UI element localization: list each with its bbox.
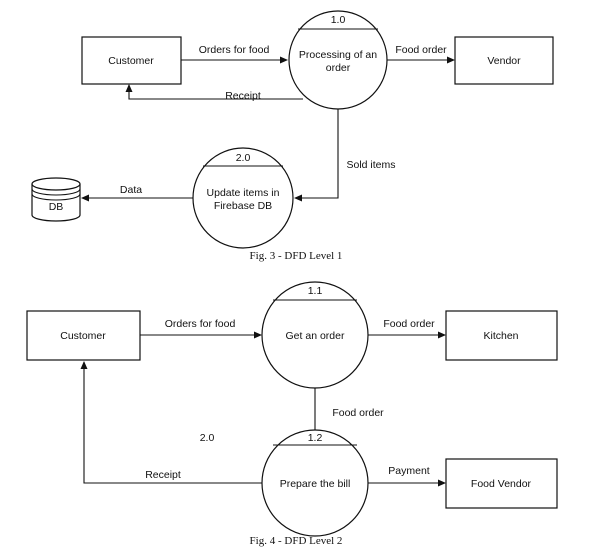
process-1-0-label-1: Processing of an	[299, 49, 377, 61]
flow-orders-for-food-l1-label: Orders for food	[199, 44, 270, 56]
entity-kitchen[interactable]	[445, 310, 558, 361]
flow-orders-for-food-l2-label: Orders for food	[165, 318, 236, 330]
entity-customer-l1-label: Customer	[108, 55, 154, 67]
flow-food-order-down-label: Food order	[332, 407, 384, 419]
entity-kitchen-label: Kitchen	[483, 330, 518, 342]
process-1-0[interactable]: 1.0 Processing of an order	[288, 10, 388, 110]
flow-receipt-l1-label: Receipt	[225, 90, 261, 102]
process-1-0-id: 1.0	[331, 14, 346, 26]
dfd-level-1: Customer Vendor 1.0 Processing of an ord…	[31, 10, 554, 262]
flow-food-order-l1-label: Food order	[395, 44, 447, 56]
caption-fig-4: Fig. 4 - DFD Level 2	[250, 535, 343, 547]
process-2-0-label-1: Update items in	[207, 187, 280, 199]
flow-sold-items	[294, 109, 339, 202]
entity-customer-l2-label: Customer	[60, 330, 106, 342]
flow-payment-label: Payment	[388, 465, 430, 477]
process-1-1-label: Get an order	[286, 330, 345, 342]
datastore-db-label: DB	[49, 201, 64, 213]
flow-food-order-kitchen-label: Food order	[383, 318, 435, 330]
stray-label-2-0: 2.0	[200, 432, 215, 444]
flow-data-label: Data	[120, 184, 142, 196]
process-1-2-id: 1.2	[308, 432, 323, 444]
entity-food-vendor-label: Food Vendor	[471, 478, 532, 490]
process-2-0[interactable]: 2.0 Update items in Firebase DB	[192, 147, 294, 249]
process-2-0-label-2: Firebase DB	[214, 200, 272, 212]
entity-customer-l1[interactable]	[81, 36, 182, 85]
process-1-2[interactable]: 1.2 Prepare the bill	[261, 429, 369, 537]
process-1-2-label: Prepare the bill	[280, 478, 351, 490]
flow-sold-items-label: Sold items	[346, 159, 395, 171]
process-1-0-label-2: order	[326, 62, 351, 74]
dfd-level-2: Customer Kitchen Food Vendor 1.1 Get an …	[26, 281, 558, 547]
entity-vendor-label: Vendor	[487, 55, 521, 67]
flow-receipt-l1	[125, 84, 303, 100]
flow-receipt-l2	[80, 361, 262, 484]
process-2-0-id: 2.0	[236, 152, 251, 164]
entity-vendor[interactable]	[454, 36, 554, 85]
caption-fig-3: Fig. 3 - DFD Level 1	[250, 250, 343, 262]
entity-food-vendor[interactable]	[445, 458, 558, 509]
process-1-1-id: 1.1	[308, 285, 323, 297]
process-1-1[interactable]: 1.1 Get an order	[261, 281, 369, 389]
flow-receipt-l2-label: Receipt	[145, 469, 181, 481]
datastore-db[interactable]: DB	[31, 177, 81, 222]
